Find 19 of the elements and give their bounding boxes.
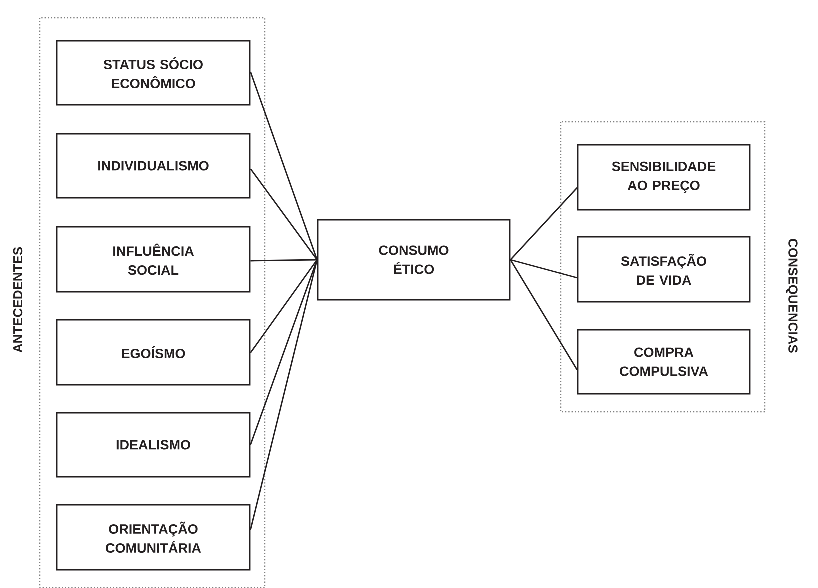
concept-box: SENSIBILIDADE AO PREÇO [577,144,751,211]
concept-box: CONSUMO ÉTICO [317,219,511,301]
connector-line [250,260,318,530]
concept-box: STATUS SÓCIO ECONÔMICO [56,40,251,106]
connector-line [250,72,318,260]
connector-line [250,260,318,446]
connector-line [250,260,318,354]
concept-box: SATISFAÇÃO DE VIDA [577,236,751,303]
connector-line [250,259,318,262]
concept-box: INDIVIDUALISMO [56,133,251,199]
concept-box: ORIENTAÇÃO COMUNITÁRIA [56,504,251,571]
concept-box: INFLUÊNCIA SOCIAL [56,226,251,293]
concept-box: COMPRA COMPULSIVA [577,329,751,395]
node-label: ANTECEDENTES [13,247,23,353]
concept-box: IDEALISMO [56,412,251,478]
connector-line [510,259,578,279]
node-label: CONSEQUENCIAS [786,239,798,353]
concept-box: EGOÍSMO [56,319,251,386]
connector-line [250,168,318,260]
